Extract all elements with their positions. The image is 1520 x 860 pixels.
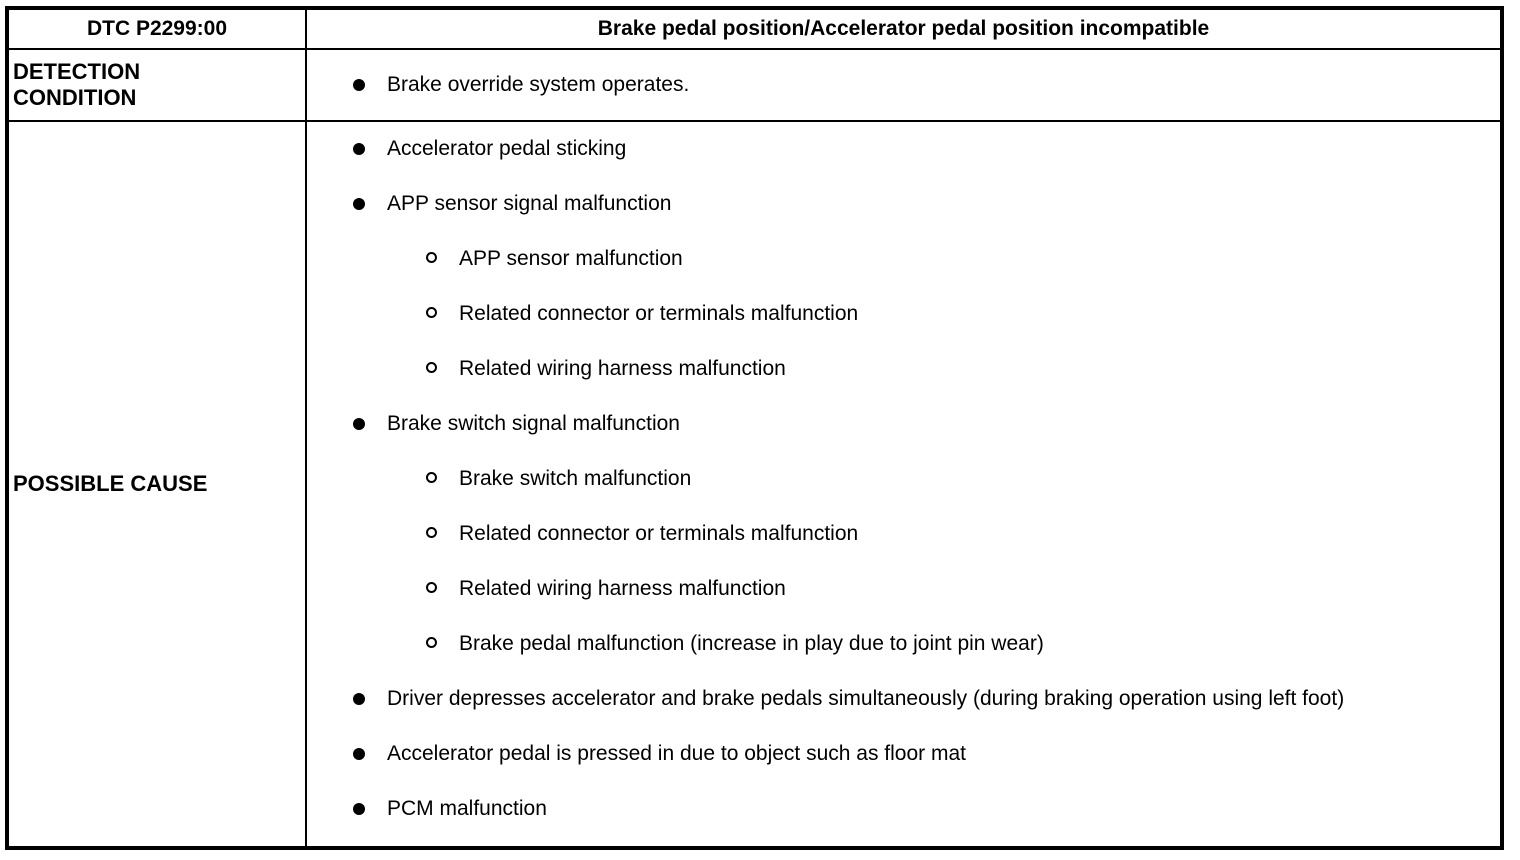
- bullet-item-text: Related connector or terminals malfuncti…: [459, 302, 859, 325]
- bullet-item: PCM malfunction: [307, 795, 1486, 823]
- possible-cause-label: POSSIBLE CAUSE: [13, 471, 208, 496]
- bullet-item: Brake override system operates.: [307, 71, 1486, 99]
- filled-bullet-icon: [353, 143, 365, 155]
- bullet-item-text: Brake switch malfunction: [459, 467, 692, 490]
- open-bullet-icon: [426, 252, 437, 263]
- bullet-item-text: Brake pedal malfunction (increase in pla…: [459, 632, 1044, 655]
- sub-bullet-item: Related connector or terminals malfuncti…: [307, 520, 1486, 548]
- open-bullet-icon: [426, 527, 437, 538]
- bullet-item-text: Accelerator pedal sticking: [387, 137, 627, 160]
- bullet-item-text: APP sensor signal malfunction: [387, 192, 672, 215]
- sub-bullet-item: Brake switch malfunction: [307, 465, 1486, 493]
- bullet-item: Accelerator pedal sticking: [307, 135, 1486, 163]
- bullet-item: APP sensor signal malfunction: [307, 190, 1486, 218]
- bullet-item: Brake switch signal malfunction: [307, 410, 1486, 438]
- bullet-item-text: Related wiring harness malfunction: [459, 577, 786, 600]
- detection-condition-label: DETECTION CONDITION: [13, 59, 141, 110]
- detection-condition-label-cell: DETECTION CONDITION: [9, 48, 307, 120]
- sub-bullet-item: Related wiring harness malfunction: [307, 355, 1486, 383]
- bullet-item: Accelerator pedal is pressed in due to o…: [307, 740, 1486, 768]
- dtc-title: Brake pedal position/Accelerator pedal p…: [597, 17, 1210, 40]
- bullet-item-text: Driver depresses accelerator and brake p…: [387, 687, 1345, 710]
- dtc-title-cell: Brake pedal position/Accelerator pedal p…: [307, 10, 1500, 48]
- dtc-code-cell: DTC P2299:00: [9, 10, 307, 48]
- open-bullet-icon: [426, 637, 437, 648]
- bullet-item-text: Brake override system operates.: [387, 73, 690, 96]
- filled-bullet-icon: [353, 693, 365, 705]
- sub-bullet-item: Related wiring harness malfunction: [307, 575, 1486, 603]
- open-bullet-icon: [426, 362, 437, 373]
- filled-bullet-icon: [353, 748, 365, 760]
- filled-bullet-icon: [353, 803, 365, 815]
- dtc-code: DTC P2299:00: [86, 17, 228, 40]
- detection-condition-content: Brake override system operates.: [307, 48, 1500, 120]
- filled-bullet-icon: [353, 418, 365, 430]
- bullet-item-text: Related wiring harness malfunction: [459, 357, 786, 380]
- possible-cause-label-cell: POSSIBLE CAUSE: [9, 120, 307, 846]
- sub-bullet-item: Brake pedal malfunction (increase in pla…: [307, 630, 1486, 658]
- filled-bullet-icon: [353, 79, 365, 91]
- filled-bullet-icon: [353, 198, 365, 210]
- open-bullet-icon: [426, 582, 437, 593]
- bullet-item-text: APP sensor malfunction: [459, 247, 683, 270]
- sub-bullet-item: APP sensor malfunction: [307, 245, 1486, 273]
- open-bullet-icon: [426, 472, 437, 483]
- bullet-item: Driver depresses accelerator and brake p…: [307, 685, 1486, 713]
- bullet-item-text: Related connector or terminals malfuncti…: [459, 522, 859, 545]
- dtc-table: DTC P2299:00 Brake pedal position/Accele…: [5, 6, 1504, 850]
- sub-bullet-item: Related connector or terminals malfuncti…: [307, 300, 1486, 328]
- bullet-item-text: PCM malfunction: [387, 797, 547, 820]
- bullet-item-text: Accelerator pedal is pressed in due to o…: [387, 742, 966, 765]
- bullet-item-text: Brake switch signal malfunction: [387, 412, 680, 435]
- open-bullet-icon: [426, 307, 437, 318]
